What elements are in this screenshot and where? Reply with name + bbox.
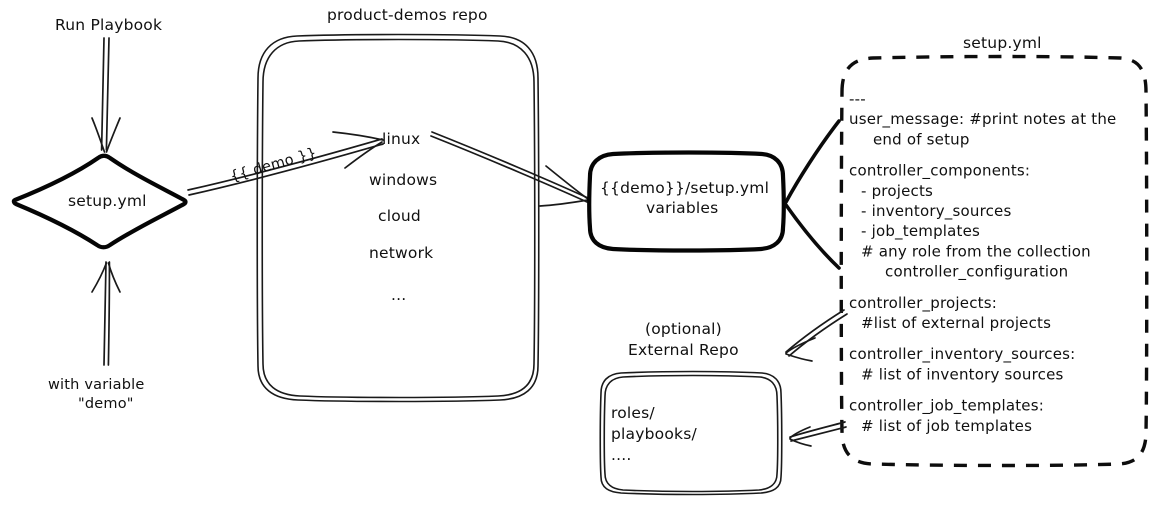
setup-yml-line: controller_components: — [849, 162, 1030, 181]
label-demo-variable: {{ demo }} — [228, 145, 318, 185]
setup-yml-file-contents: --- user_message: #print notes at theend … — [849, 90, 1116, 435]
node-repo-box[interactable] — [256, 33, 540, 403]
repo-item-linux: linux — [382, 130, 420, 148]
setup-yml-line: # any role from the collection — [861, 242, 1091, 260]
edge-setup-to-linux — [187, 131, 384, 196]
repo-item-windows: windows — [369, 171, 437, 189]
setup-yml-line: controller_projects: — [849, 294, 997, 313]
external-repo-item-playbooks: playbooks/ — [611, 425, 697, 443]
node-external-repo-box[interactable] — [599, 370, 783, 496]
setup-yml-line: end of setup — [873, 130, 970, 148]
setup-yml-line: user_message: #print notes at the — [849, 110, 1116, 129]
node-setup-diamond[interactable] — [11, 153, 188, 250]
repo-item-network: network — [369, 244, 433, 262]
label-repo-title: product-demos repo — [327, 6, 488, 24]
repo-item-cloud: cloud — [378, 207, 421, 225]
edge-setupyml-top-to-variables — [784, 119, 841, 204]
label-with-variable-line1: with variable — [48, 377, 144, 393]
setup-yml-line: - job_templates — [861, 222, 980, 241]
label-external-repo-line1: (optional) — [645, 320, 722, 338]
label-setup-yml-box-title: setup.yml — [963, 34, 1042, 52]
edge-controller-projects-to-external-repo — [785, 309, 848, 362]
node-setup-diamond-label: setup.yml — [68, 192, 147, 210]
edge-controller-job-templates-to-external-repo — [789, 421, 847, 447]
variables-box-line1: {{demo}}/setup.yml — [600, 179, 769, 197]
external-repo-item-roles: roles/ — [611, 404, 655, 422]
setup-yml-line: - inventory_sources — [861, 202, 1012, 221]
label-external-repo-line2: External Repo — [628, 341, 739, 359]
setup-yml-line: controller_configuration — [885, 263, 1068, 282]
edge-linux-to-variables — [430, 131, 589, 207]
edge-setupyml-bottom-to-variables — [784, 203, 841, 270]
setup-yml-line: controller_job_templates: — [849, 397, 1044, 416]
setup-yml-line: controller_inventory_sources: — [849, 345, 1075, 364]
edge-with-variable-to-setup — [91, 261, 121, 366]
edge-run-playbook-to-setup — [91, 37, 121, 153]
variables-box-line2: variables — [646, 199, 718, 217]
repo-item-ellipsis: ... — [391, 286, 406, 304]
external-repo-item-ellipsis: .... — [611, 446, 632, 464]
setup-yml-line: --- — [849, 90, 866, 108]
node-variables-box[interactable] — [587, 150, 786, 253]
setup-yml-line: #list of external projects — [861, 314, 1051, 332]
setup-yml-line: - projects — [861, 182, 933, 200]
setup-yml-line: # list of job templates — [861, 417, 1032, 435]
setup-yml-line: # list of inventory sources — [861, 365, 1064, 383]
label-with-variable-line2: "demo" — [78, 396, 134, 412]
label-run-playbook: Run Playbook — [55, 16, 162, 34]
